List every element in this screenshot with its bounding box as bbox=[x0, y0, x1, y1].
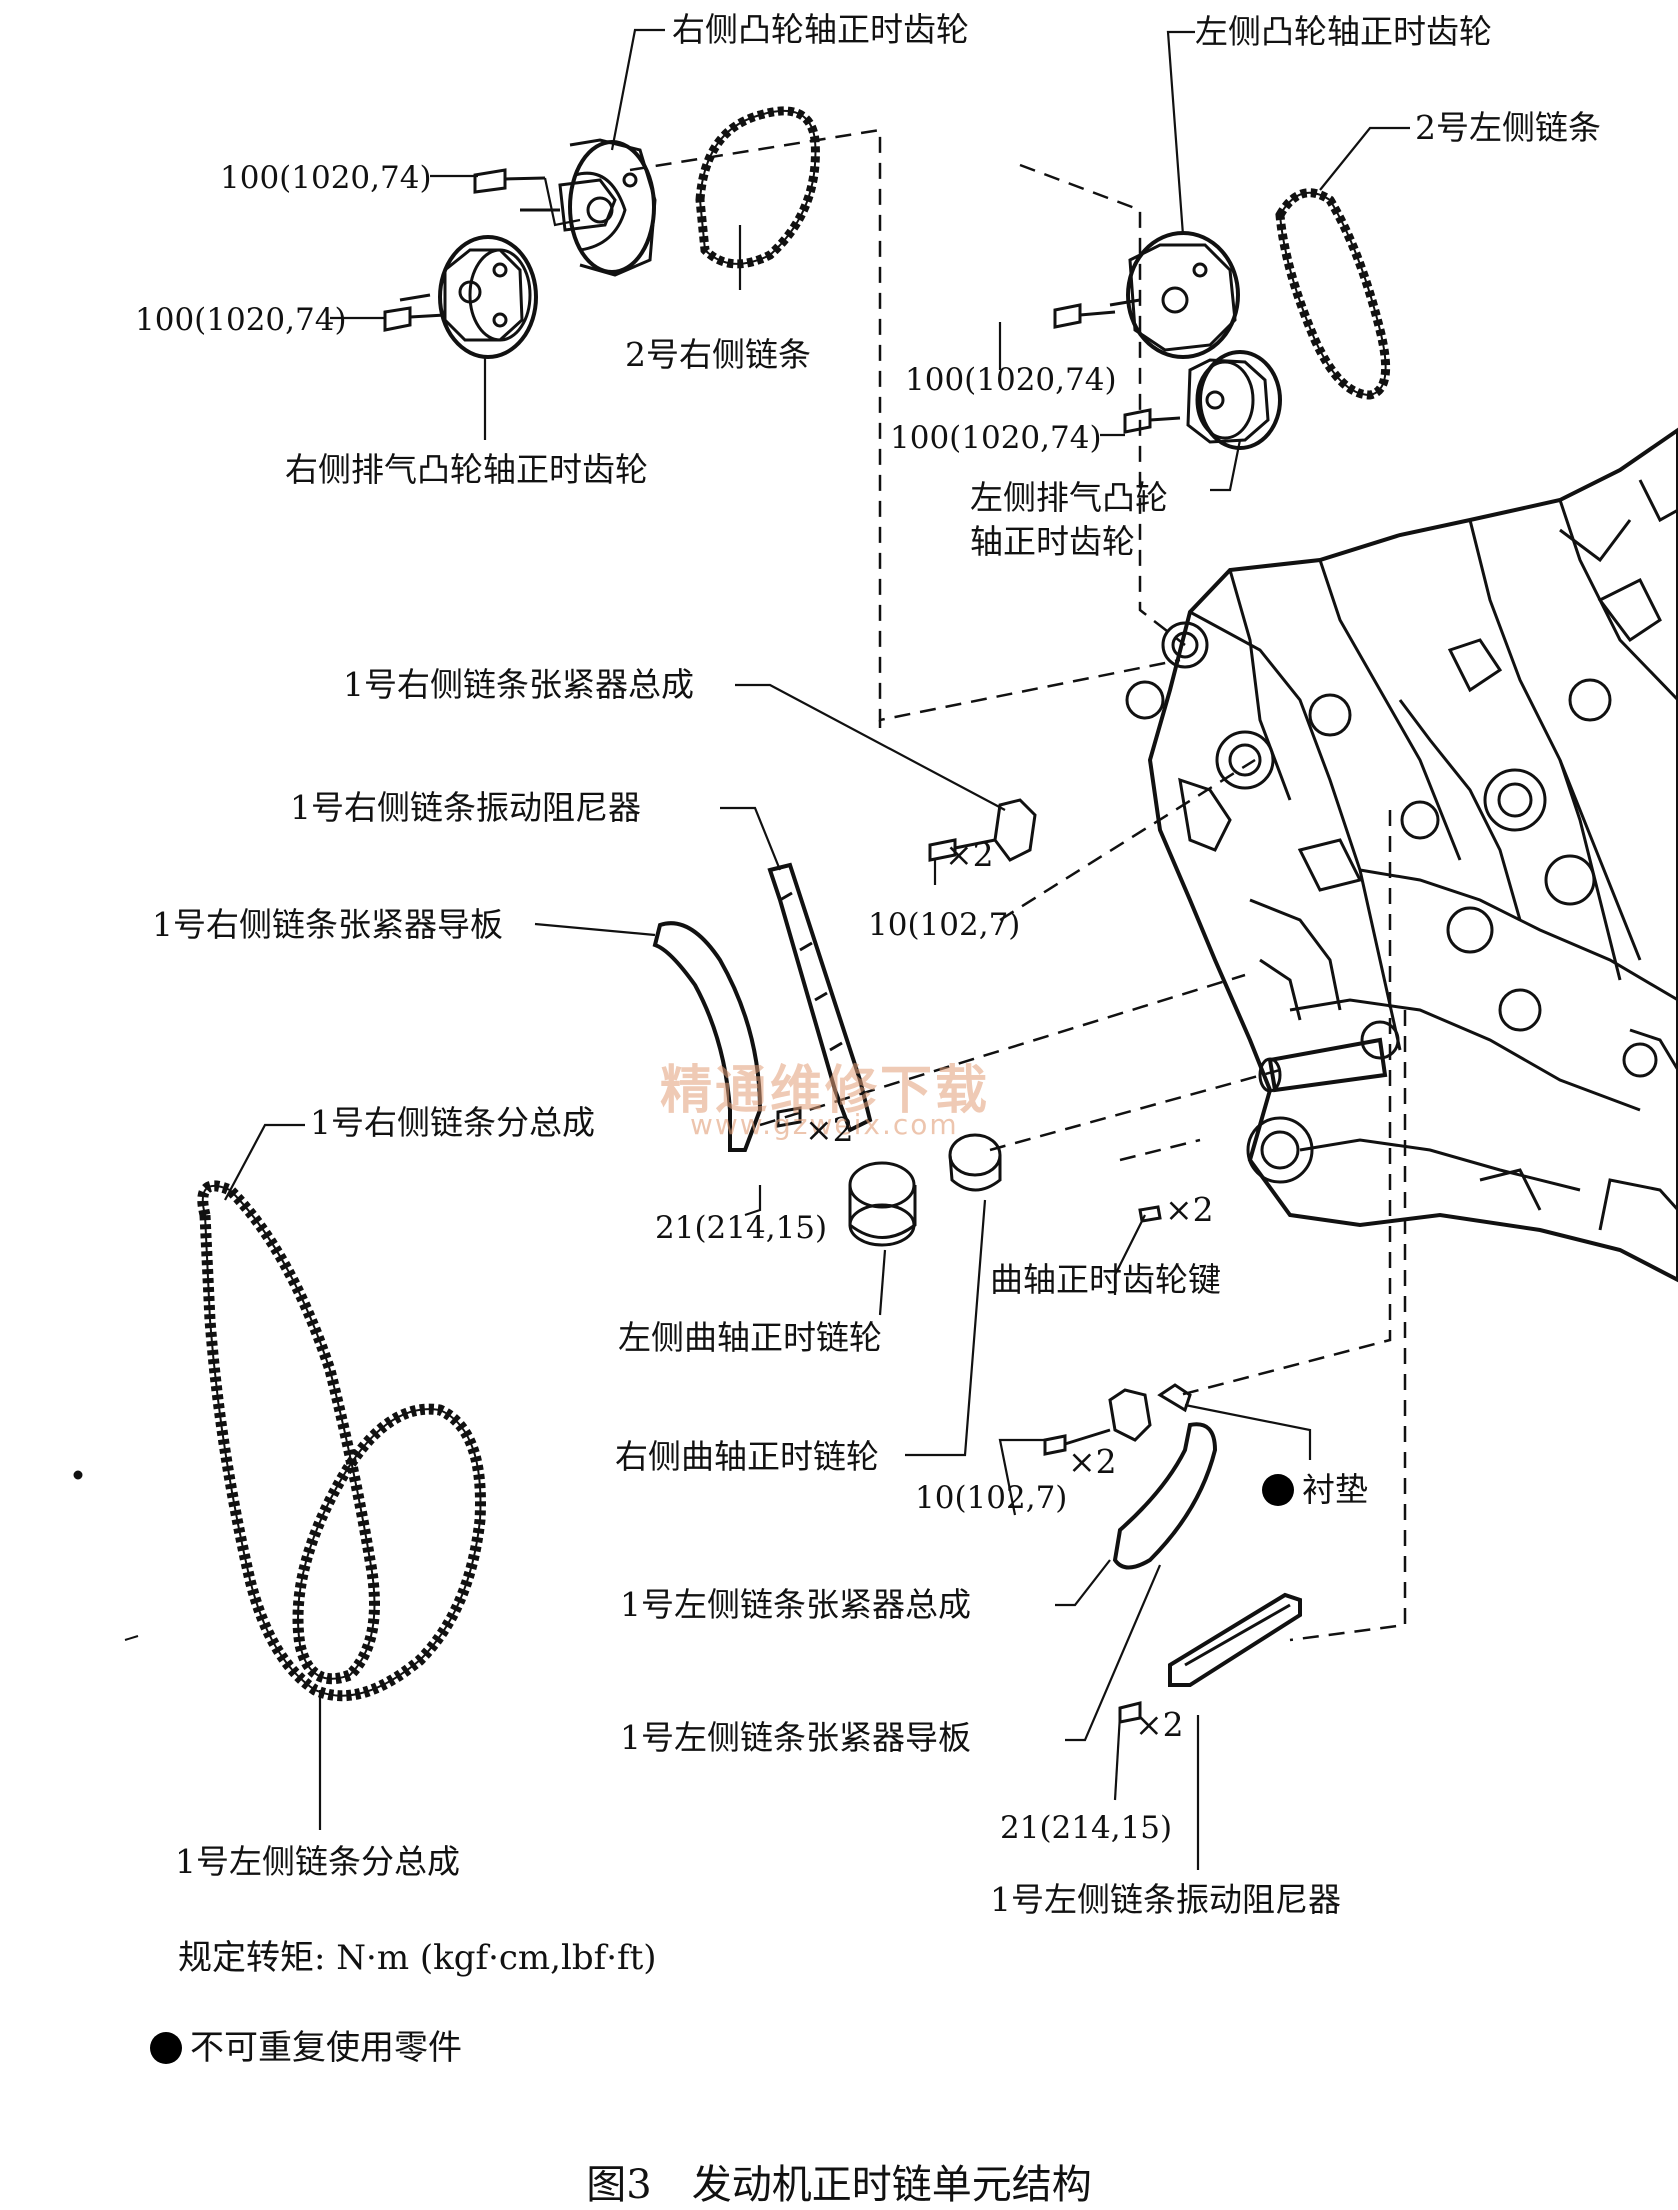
label-x2-b: ×2 bbox=[805, 1110, 854, 1149]
torque-spec-legend: 规定转矩: N·m (kgf·cm,lbf·ft) bbox=[178, 1938, 657, 1978]
label-torque-r2: 100(1020,74) bbox=[135, 302, 347, 338]
label-left-exhaust-gear-line2: 轴正时齿轮 bbox=[970, 522, 1135, 561]
right-intake-cam-gear bbox=[520, 138, 657, 277]
watermark-url: www.gzweix.com bbox=[690, 1108, 959, 1141]
label-left-chain-2: 2号左侧链条 bbox=[1415, 108, 1601, 147]
label-right-crank-sprocket: 右侧曲轴正时链轮 bbox=[615, 1437, 879, 1476]
label-x2-e: ×2 bbox=[1135, 1705, 1184, 1744]
leader-lines bbox=[224, 28, 1410, 1870]
label-left-damper: 1号左侧链条振动阻尼器 bbox=[990, 1880, 1341, 1919]
figure-title: 图3 发动机正时链单元结构 bbox=[586, 2162, 1092, 2208]
label-left-chain-1: 1号左侧链条分总成 bbox=[175, 1842, 460, 1881]
label-x2-c: ×2 bbox=[1165, 1190, 1214, 1229]
right-exhaust-cam-gear bbox=[399, 235, 538, 359]
label-gasket-row: 衬垫 bbox=[1262, 1463, 1368, 1511]
label-torque-r1: 100(1020,74) bbox=[220, 160, 432, 196]
right-damper-part bbox=[767, 862, 873, 1133]
non-reusable-marker-icon bbox=[1262, 1474, 1294, 1506]
left-damper-part bbox=[1168, 1592, 1302, 1687]
right-chain-2 bbox=[695, 106, 820, 269]
label-left-guide: 1号左侧链条张紧器导板 bbox=[620, 1718, 971, 1757]
left-tensioner-body bbox=[1043, 1383, 1192, 1456]
label-right-chain-2: 2号右侧链条 bbox=[625, 335, 811, 374]
timing-chain-1 bbox=[197, 1180, 486, 1702]
left-crank-sprocket-part bbox=[848, 1161, 917, 1247]
label-x2-d: ×2 bbox=[1068, 1442, 1117, 1481]
right-crank-sprocket-part bbox=[948, 1133, 1002, 1192]
left-intake-cam-gear bbox=[1109, 231, 1240, 359]
right-guide-part bbox=[652, 921, 763, 1152]
label-crank-key: 曲轴正时齿轮键 bbox=[990, 1260, 1221, 1299]
label-right-intake-gear: 右侧凸轮轴正时齿轮 bbox=[672, 10, 969, 49]
label-torque-10b: 10(102,7) bbox=[915, 1480, 1068, 1516]
engine-block-illustration bbox=[1125, 427, 1678, 1283]
right-tensioner-body bbox=[928, 798, 1037, 862]
label-right-tensioner: 1号右侧链条张紧器总成 bbox=[343, 665, 694, 704]
label-torque-10a: 10(102,7) bbox=[868, 907, 1021, 943]
left-exhaust-cam-gear bbox=[1186, 350, 1282, 450]
label-torque-21a: 21(214,15) bbox=[655, 1210, 828, 1246]
crank-key-part bbox=[1138, 1205, 1162, 1223]
label-torque-l1: 100(1020,74) bbox=[905, 362, 1117, 398]
label-x2-a: ×2 bbox=[945, 835, 994, 874]
label-right-damper: 1号右侧链条振动阻尼器 bbox=[290, 788, 641, 827]
bolts-right bbox=[383, 168, 546, 332]
label-left-tensioner: 1号左侧链条张紧器总成 bbox=[620, 1585, 971, 1624]
bolts-left bbox=[1053, 303, 1181, 434]
label-torque-l2: 100(1020,74) bbox=[890, 420, 1102, 456]
watermark-cn: 精通维修下载 bbox=[660, 1061, 991, 1121]
left-guide-part bbox=[1112, 1422, 1218, 1570]
label-gasket: 衬垫 bbox=[1302, 1470, 1368, 1509]
label-torque-21b: 21(214,15) bbox=[1000, 1810, 1173, 1846]
label-left-crank-sprocket: 左侧曲轴正时链轮 bbox=[618, 1318, 882, 1357]
label-right-chain-1: 1号右侧链条分总成 bbox=[310, 1103, 595, 1142]
label-left-intake-gear: 左侧凸轮轴正时齿轮 bbox=[1195, 12, 1492, 51]
non-reusable-legend-text: 不可重复使用零件 bbox=[190, 2028, 462, 2068]
label-right-exhaust-gear: 右侧排气凸轮轴正时齿轮 bbox=[285, 450, 648, 489]
non-reusable-legend: 不可重复使用零件 bbox=[150, 2020, 462, 2069]
filled-circle-icon bbox=[150, 2032, 182, 2064]
label-left-exhaust-gear-line1: 左侧排气凸轮 bbox=[970, 478, 1168, 517]
label-right-guide: 1号右侧链条张紧器导板 bbox=[152, 905, 503, 944]
